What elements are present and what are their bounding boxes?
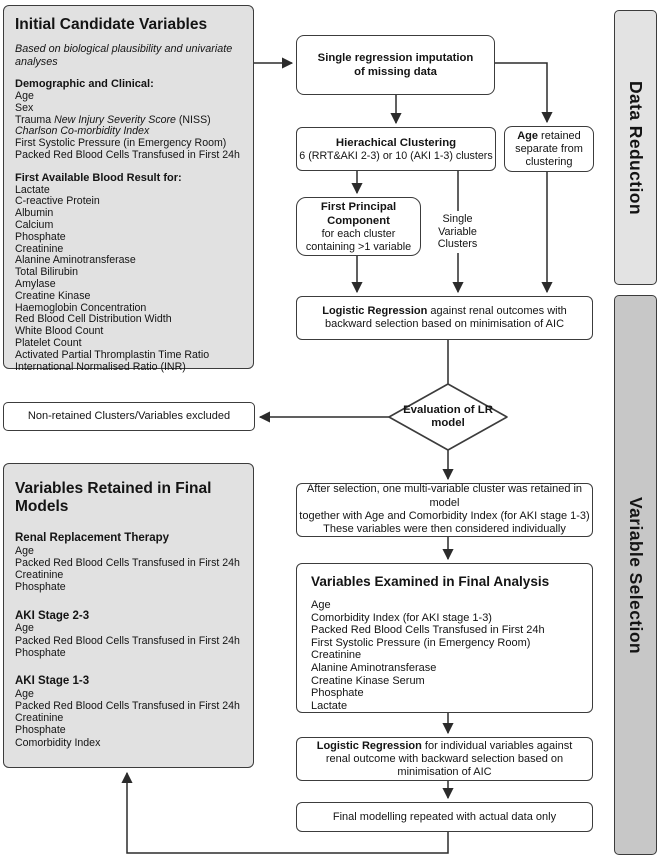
list-item: Packed Red Blood Cells Transfused in Fir… bbox=[311, 624, 545, 637]
variable-selection-text: Variable Selection bbox=[626, 496, 646, 654]
lr2-box: Logistic Regression for individual varia… bbox=[296, 737, 593, 781]
lr1-box: Logistic Regression against renal outcom… bbox=[296, 296, 593, 340]
list-item: Albumin bbox=[15, 207, 54, 220]
initial-box-title: Initial Candidate Variables bbox=[15, 16, 208, 33]
list-item: Creatine Kinase bbox=[15, 289, 91, 302]
list-item: of missing data bbox=[354, 66, 437, 78]
data-reduction-label: Data Reduction bbox=[614, 10, 657, 285]
clustering-title: Hierachical Clustering bbox=[335, 136, 457, 149]
list-item: Packed Red Blood Cells Transfused in Fir… bbox=[15, 557, 240, 569]
blood-results-header: First Available Blood Result for: bbox=[15, 171, 182, 184]
list-item: C-reactive Protein bbox=[15, 195, 100, 208]
list-item: Total Bilirubin bbox=[15, 266, 79, 279]
trauma-prefix: Trauma bbox=[15, 113, 55, 126]
trauma-italic: New Injury Severity Score bbox=[54, 113, 176, 126]
list-item: Creatinine bbox=[15, 712, 64, 725]
excluded-box: Non-retained Clusters/Variables excluded bbox=[3, 402, 255, 431]
imputation-text: Single regression imputation of missing d… bbox=[318, 51, 474, 79]
list-item: Activated Partial Thromplastin Time Rati… bbox=[15, 348, 210, 361]
list-item: Charlson Co-morbidity Index bbox=[15, 125, 150, 138]
list-item: Sex bbox=[15, 101, 34, 114]
list-item: White Blood Count bbox=[15, 325, 104, 338]
retained-box-title: Variables Retained in Final Models bbox=[15, 480, 212, 515]
age-rest: retained separate from clustering bbox=[515, 129, 583, 168]
examined-title: Variables Examined in Final Analysis bbox=[311, 574, 550, 589]
list-item: Amylase bbox=[15, 277, 56, 290]
demographic-header: Demographic and Clinical: bbox=[15, 78, 154, 91]
list-item: together with Age and Comorbidity Index … bbox=[299, 510, 590, 522]
fpc-box: First Principal Component for each clust… bbox=[296, 197, 421, 256]
age-bold: Age bbox=[517, 129, 538, 142]
evaluation-diamond-label: Evaluation of LR model bbox=[403, 404, 493, 429]
list-item: Calcium bbox=[15, 218, 54, 231]
section-header-aki13: AKI Stage 1-3 bbox=[15, 675, 90, 688]
list-item: Red Blood Cell Distribution Width bbox=[15, 313, 172, 326]
list-item: First Systolic Pressure (in Emergency Ro… bbox=[311, 636, 531, 649]
list-item: First Systolic Pressure (in Emergency Ro… bbox=[15, 137, 227, 150]
list-item: Comorbidity Index bbox=[15, 736, 101, 749]
initial-candidate-variables-box: Initial Candidate Variables Based on bio… bbox=[3, 5, 254, 372]
clustering-subtitle: 6 (RRT&AKI 2-3) or 10 (AKI 1-3) clusters bbox=[299, 149, 493, 162]
section-header-aki23: AKI Stage 2-3 bbox=[15, 609, 90, 622]
list-item: Phosphate bbox=[15, 581, 66, 594]
section-header-rrt: Renal Replacement Therapy bbox=[15, 532, 170, 544]
list-item: Haemoglobin Concentration bbox=[15, 301, 147, 314]
examined-variables-box: Variables Examined in Final Analysis Age… bbox=[296, 563, 593, 713]
list-item: Phosphate bbox=[15, 646, 66, 659]
lr2-rest: for individual variables against renal o… bbox=[325, 739, 573, 778]
list-item: Packed Red Blood Cells Transfused in Fir… bbox=[15, 634, 240, 647]
list-item: Creatinine bbox=[311, 649, 362, 662]
lr2-bold: Logistic Regression bbox=[316, 739, 422, 752]
list-item: Alanine Aminotransferase bbox=[15, 254, 136, 267]
list-item: Lactate bbox=[311, 699, 348, 712]
list-item: These variables were then considered ind… bbox=[323, 523, 566, 536]
lr1-text: Logistic Regression against renal outcom… bbox=[309, 305, 580, 331]
list-item: Lactate bbox=[15, 183, 50, 196]
trauma-suffix: (NISS) bbox=[175, 113, 211, 126]
lr1-rest: against renal outcomes with backward sel… bbox=[324, 305, 567, 330]
list-item: Comorbidity Index (for AKI stage 1-3) bbox=[311, 611, 492, 624]
lr2-text: Logistic Regression for individual varia… bbox=[307, 740, 582, 779]
list-item: Creatine Kinase Serum bbox=[311, 674, 425, 687]
lr1-bold: Logistic Regression bbox=[322, 305, 428, 317]
list-item: Age bbox=[15, 544, 34, 557]
data-reduction-text: Data Reduction bbox=[626, 80, 646, 215]
after-selection-box: After selection, one multi-variable clus… bbox=[296, 483, 593, 537]
variable-selection-label: Variable Selection bbox=[614, 295, 657, 855]
imputation-box: Single regression imputation of missing d… bbox=[296, 35, 495, 95]
list-item: Alanine Aminotransferase bbox=[311, 661, 437, 674]
list-item: Age bbox=[311, 599, 331, 611]
age-retained-text: Age retained separate from clustering bbox=[510, 130, 588, 169]
list-item: Platelet Count bbox=[15, 336, 82, 349]
list-item: Phosphate bbox=[15, 230, 66, 243]
list-item: Packed Red Blood Cells Transfused in Fir… bbox=[15, 700, 240, 713]
arrow-imputation-to-age bbox=[495, 62, 553, 124]
retained-variables-box: Variables Retained in Final Models Renal… bbox=[3, 463, 254, 768]
list-item: Age bbox=[15, 622, 34, 635]
list-item: Creatinine bbox=[15, 569, 64, 582]
age-retained-box: Age retained separate from clustering bbox=[504, 126, 594, 172]
clustering-box: Hierachical Clustering 6 (RRT&AKI 2-3) o… bbox=[296, 127, 496, 171]
after-selection-text: After selection, one multi-variable clus… bbox=[297, 483, 592, 537]
list-item: Creatinine bbox=[15, 242, 64, 255]
list-item: Phosphate bbox=[311, 687, 364, 700]
fpc-rest: for each cluster containing >1 variable bbox=[305, 228, 412, 253]
list-item: Age bbox=[15, 687, 34, 700]
final-modelling-box: Final modelling repeated with actual dat… bbox=[296, 802, 593, 832]
single-variable-clusters-label: Single Variable Clusters bbox=[430, 211, 485, 253]
list-item: Single regression imputation bbox=[317, 52, 474, 64]
list-item: International Normalised Ratio (INR) bbox=[15, 360, 186, 373]
list-item: Phosphate bbox=[15, 724, 66, 737]
fpc-bold: First Principal Component bbox=[320, 201, 397, 228]
list-item-trauma: Trauma New Injury Severity Score (NISS) bbox=[15, 113, 242, 127]
list-item: After selection, one multi-variable clus… bbox=[306, 483, 583, 509]
list-item: Age bbox=[15, 89, 34, 102]
list-item: Packed Red Blood Cells Transfused in Fir… bbox=[15, 148, 240, 161]
initial-box-subtitle: Based on biological plausibility and uni… bbox=[15, 43, 233, 68]
